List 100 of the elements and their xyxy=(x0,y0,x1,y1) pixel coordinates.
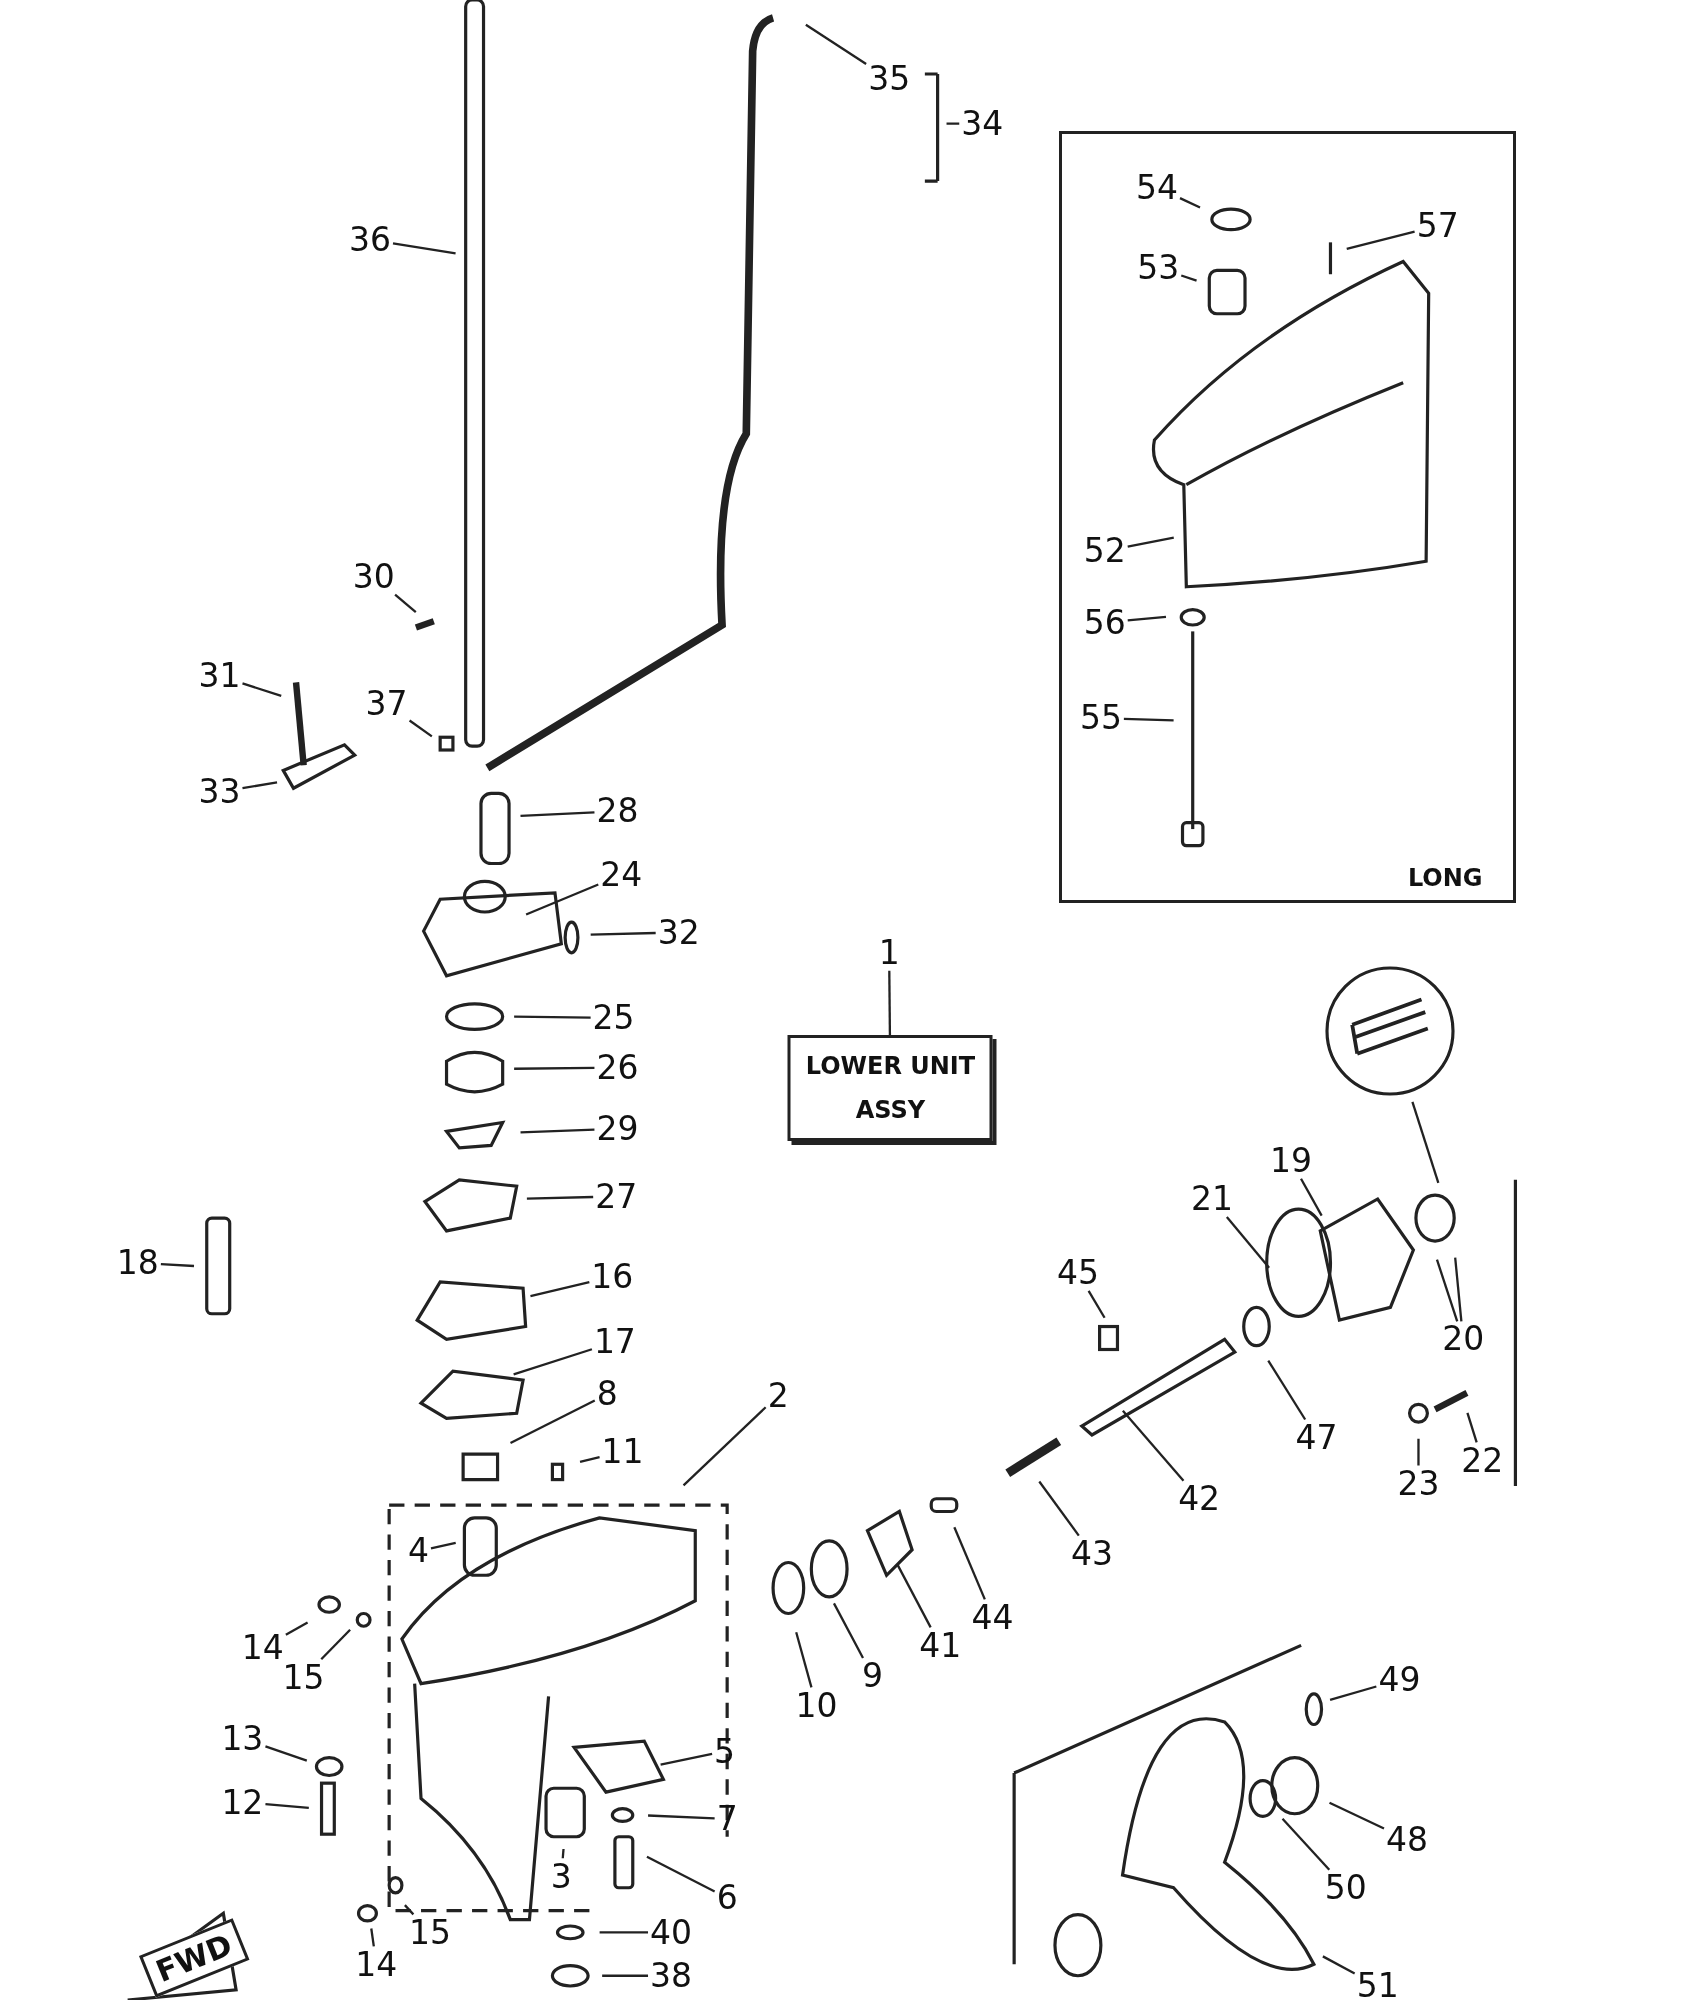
callout-number: 1 xyxy=(876,934,902,971)
callout-number: 50 xyxy=(1322,1870,1369,1906)
leader-line xyxy=(660,1752,713,1766)
callout-number: 29 xyxy=(594,1110,641,1147)
leader-line xyxy=(1267,1360,1307,1421)
callout-number: 38 xyxy=(648,1958,694,1994)
callout-number: 52 xyxy=(1081,533,1128,570)
callout-number: 34 xyxy=(959,105,1006,142)
callout-number: 9 xyxy=(860,1658,886,1695)
leader-line xyxy=(682,1406,767,1487)
leader-line xyxy=(946,122,960,125)
callout-number: 55 xyxy=(1077,700,1124,737)
leader-line xyxy=(1179,197,1201,209)
callout-number: 17 xyxy=(591,1324,638,1360)
leader-line xyxy=(1329,1685,1377,1702)
leader-line xyxy=(1346,230,1415,250)
callout-number: 42 xyxy=(1176,1480,1223,1517)
leader-line xyxy=(530,1281,590,1298)
leader-line xyxy=(1329,1801,1385,1830)
leader-line xyxy=(1435,1259,1459,1322)
callout-number: 23 xyxy=(1395,1465,1442,1502)
callout-number: 28 xyxy=(594,793,641,830)
callout-number: 11 xyxy=(599,1433,646,1470)
callout-number: 54 xyxy=(1134,169,1181,206)
callout-number: 51 xyxy=(1354,1968,1401,2000)
leader-line xyxy=(561,1848,565,1859)
callout-number: 15 xyxy=(406,1914,453,1951)
callout-number: 30 xyxy=(350,558,397,595)
callout-number: 33 xyxy=(196,774,243,811)
leader-line xyxy=(520,1128,595,1134)
callout-number: 24 xyxy=(598,857,645,894)
callout-number: 47 xyxy=(1293,1419,1340,1456)
leader-line xyxy=(832,1602,864,1659)
leader-line xyxy=(805,23,867,66)
callout-number: 8 xyxy=(594,1376,620,1413)
leader-line xyxy=(1466,1412,1478,1443)
callout-number: 57 xyxy=(1414,207,1461,244)
callout-number: 40 xyxy=(648,1914,694,1951)
leader-line xyxy=(599,1931,649,1934)
leader-line xyxy=(1225,1216,1270,1269)
leader-line xyxy=(953,1526,986,1600)
leader-line xyxy=(1087,1290,1106,1319)
callout-number: 36 xyxy=(346,221,393,258)
leader-line xyxy=(1122,1410,1185,1482)
leader-line xyxy=(525,883,599,916)
leader-line xyxy=(1322,1955,1356,1975)
callout-number: 56 xyxy=(1081,604,1128,641)
callout-number: 14 xyxy=(353,1946,400,1983)
leader-line xyxy=(370,1928,375,1947)
leader-line xyxy=(513,1348,593,1376)
callout-number: 37 xyxy=(363,686,410,723)
leader-line xyxy=(579,1456,600,1463)
leader-line xyxy=(1454,1257,1463,1322)
leader-line xyxy=(1411,1101,1440,1184)
leader-line xyxy=(526,1195,594,1200)
leader-line xyxy=(795,1631,813,1688)
callout-number: 31 xyxy=(196,658,243,695)
leader-line xyxy=(514,1015,591,1019)
callout-number: 32 xyxy=(655,914,702,951)
inset-frame xyxy=(1058,131,1516,904)
leader-line xyxy=(394,593,417,613)
inset-caption: LONG xyxy=(1407,864,1483,893)
leader-line xyxy=(242,781,278,790)
callout-number: 2 xyxy=(765,1377,791,1414)
leader-line xyxy=(430,1541,456,1550)
leader-line xyxy=(1123,717,1174,722)
leader-line xyxy=(520,811,595,817)
callout-number: 10 xyxy=(793,1687,840,1724)
leader-line xyxy=(888,970,892,1035)
leader-line xyxy=(1180,274,1197,282)
leader-line xyxy=(602,1974,649,1977)
callout-number: 4 xyxy=(405,1533,431,1570)
callout-number: 21 xyxy=(1188,1181,1235,1218)
callout-number: 18 xyxy=(114,1244,161,1281)
leader-line xyxy=(1281,1817,1331,1871)
leader-line xyxy=(648,1814,715,1820)
leader-line xyxy=(1417,1438,1420,1466)
callout-number: 45 xyxy=(1054,1255,1101,1292)
leader-line xyxy=(265,1803,309,1809)
callout-number: 35 xyxy=(866,61,913,98)
callout-number: 20 xyxy=(1440,1321,1487,1358)
leader-line xyxy=(514,1066,595,1070)
callout-number: 22 xyxy=(1459,1442,1506,1479)
leader-line xyxy=(1300,1178,1323,1217)
leader-line xyxy=(242,682,282,697)
callout-number: 26 xyxy=(594,1049,641,1086)
leader-line xyxy=(320,1628,351,1661)
callout-number: 27 xyxy=(593,1178,640,1215)
leader-line xyxy=(404,1904,415,1916)
leader-line xyxy=(590,931,656,936)
assembly-label: LOWER UNIT ASSY xyxy=(787,1035,993,1142)
callout-number: 25 xyxy=(590,1000,637,1036)
leader-line xyxy=(896,1564,932,1628)
leader-line xyxy=(160,1262,195,1268)
leader-line xyxy=(509,1399,596,1445)
callout-number: 44 xyxy=(969,1599,1016,1636)
callout-number: 41 xyxy=(917,1627,964,1664)
callout-number: 49 xyxy=(1376,1662,1423,1699)
leader-line xyxy=(646,1855,716,1893)
callout-number: 48 xyxy=(1384,1821,1431,1858)
